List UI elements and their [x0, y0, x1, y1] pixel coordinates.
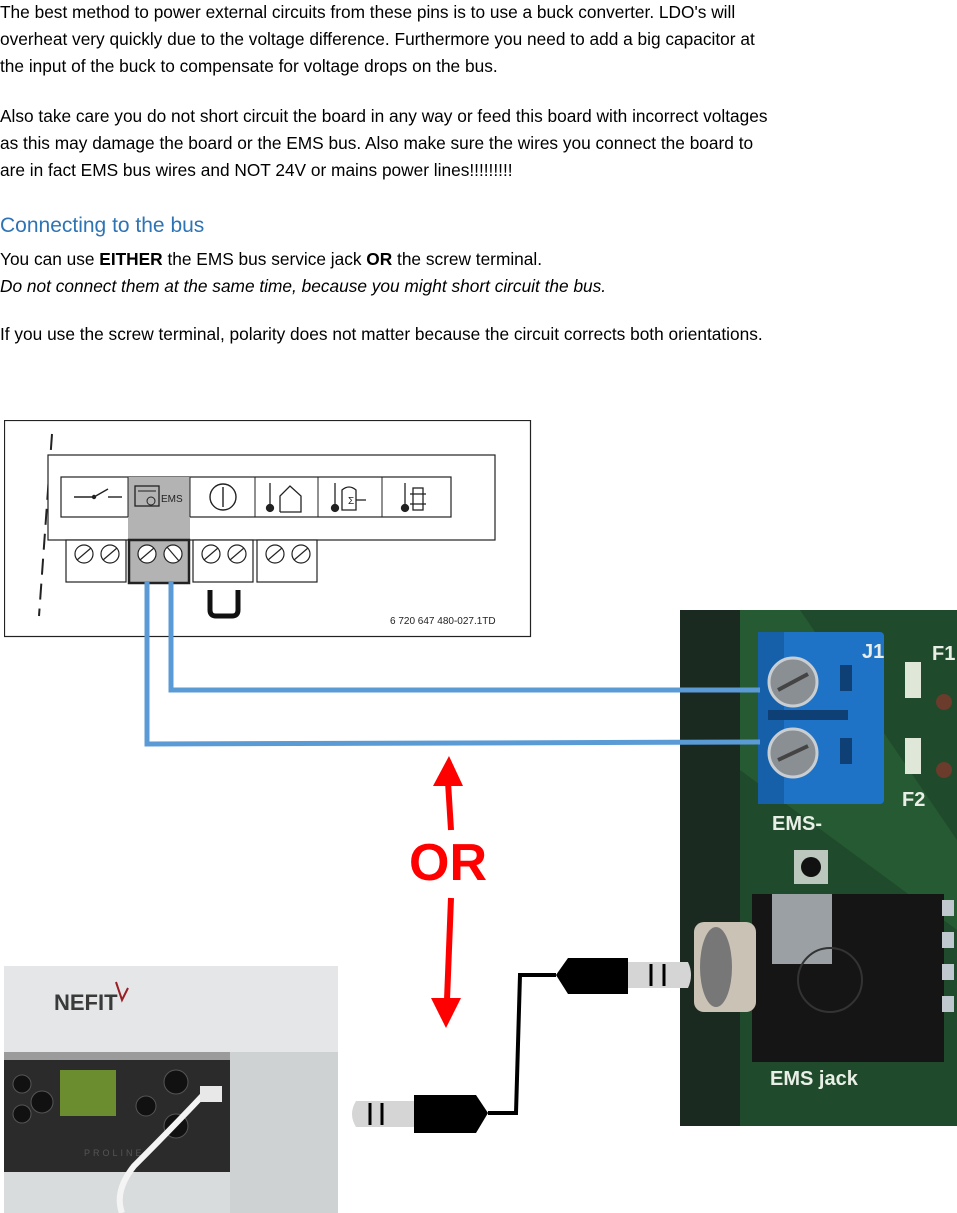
- instruction-either: EITHER: [99, 249, 163, 269]
- tank-sensor-icon: Σ: [330, 483, 366, 513]
- terminal-diagram: EMS Σ 6 72: [4, 420, 532, 638]
- arrow-up-icon: [433, 756, 463, 831]
- paragraph-2-line-2: as this may damage the board or the EMS …: [0, 133, 754, 153]
- paragraph-2-line-3: are in fact EMS bus wires and NOT 24V or…: [0, 160, 513, 180]
- outdoor-sensor-icon: [265, 483, 302, 513]
- paragraph-1-line-2: overheat very quickly due to the voltage…: [0, 29, 755, 49]
- pcb-label-f2: F2: [902, 789, 925, 811]
- instruction-text-a: You can use: [0, 249, 100, 269]
- pcb-label-j1: J1: [862, 641, 884, 663]
- paragraph-1-line-1: The best method to power external circui…: [0, 2, 736, 22]
- section-heading: Connecting to the bus: [0, 214, 205, 237]
- ems-label: EMS: [161, 494, 183, 505]
- pcb-label-ems-minus: EMS-: [772, 813, 822, 835]
- instruction-text-e: the screw terminal.: [392, 249, 543, 269]
- paragraph-2-line-1: Also take care you do not short circuit …: [0, 106, 768, 126]
- svg-text:Σ: Σ: [348, 496, 354, 507]
- boiler-brand: NEFIT: [54, 990, 118, 1015]
- boiler-photo: NEFIT PROLINE: [4, 966, 338, 1213]
- part-number: 6 720 647 480-027.1TD: [390, 616, 496, 627]
- audio-cable: [352, 958, 691, 1133]
- instruction-text-c: the EMS bus service jack: [162, 249, 367, 269]
- wire-bus-2: [168, 582, 760, 693]
- pcb-photo: J1 F1 F2 EMS- EMS jack: [680, 610, 957, 1126]
- pcb-label-f1: F1: [932, 643, 955, 665]
- ems-module-icon: EMS: [134, 485, 183, 507]
- boiler-panel-text: PROLINE: [84, 1148, 145, 1158]
- instruction-line: You can use EITHER the EMS bus service j…: [0, 247, 542, 272]
- instruction-or: OR: [366, 249, 393, 269]
- flow-sensor-icon: [400, 483, 426, 513]
- warning-line: Do not connect them at the same time, be…: [0, 276, 607, 296]
- switch-icon: [74, 488, 122, 500]
- screw-terminals: [65, 538, 318, 585]
- power-icon: [209, 483, 237, 511]
- pcb-label-ems-jack: EMS jack: [770, 1068, 859, 1090]
- arrow-down-icon: [431, 897, 461, 1028]
- paragraph-1-line-3: the input of the buck to compensate for …: [0, 56, 498, 76]
- or-label: OR: [409, 834, 487, 892]
- polarity-note: If you use the screw terminal, polarity …: [0, 324, 763, 344]
- wire-bus-1: [144, 582, 761, 747]
- boiler-display: [60, 1070, 116, 1116]
